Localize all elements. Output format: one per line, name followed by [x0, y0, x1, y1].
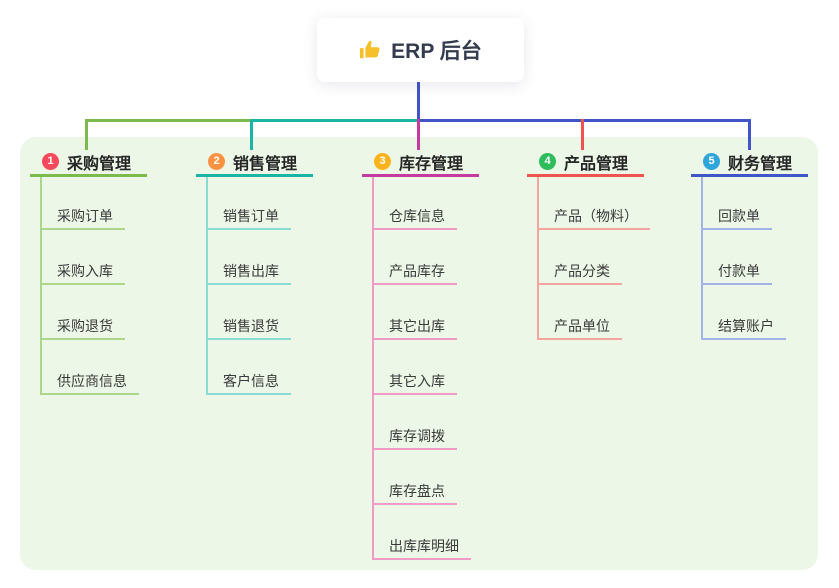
- child-label: 其它出库: [389, 318, 445, 334]
- branch-node-inventory[interactable]: 3 库存管理: [362, 149, 479, 174]
- child-label: 其它入库: [389, 373, 445, 389]
- branch-badge: 3: [374, 153, 391, 170]
- drop-line-procurement: [85, 119, 88, 150]
- child-label: 库存调拨: [389, 428, 445, 444]
- branch-badge: 4: [539, 153, 556, 170]
- branch-underline: [362, 174, 479, 177]
- child-label: 销售订单: [223, 208, 279, 224]
- child-node[interactable]: 结算账户: [701, 316, 786, 340]
- root-connector-line: [417, 82, 420, 122]
- child-node[interactable]: 库存调拨: [372, 426, 457, 450]
- child-label: 付款单: [718, 263, 760, 279]
- branch-badge: 5: [703, 153, 720, 170]
- branch-label: 销售管理: [233, 155, 298, 173]
- branch-node-sales[interactable]: 2 销售管理: [196, 149, 313, 174]
- root-title: ERP 后台: [391, 40, 482, 63]
- connector-bus-mid: [252, 119, 417, 122]
- branch-underline: [196, 174, 313, 177]
- child-node[interactable]: 客户信息: [206, 371, 291, 395]
- drop-line-inventory: [417, 119, 420, 150]
- child-label: 产品库存: [389, 263, 445, 279]
- branch-spine-line: [372, 177, 374, 560]
- branch-badge: 1: [42, 153, 59, 170]
- child-label: 仓库信息: [389, 208, 445, 224]
- child-label: 产品单位: [554, 318, 610, 334]
- child-node[interactable]: 其它入库: [372, 371, 457, 395]
- branch-badge: 2: [208, 153, 225, 170]
- child-label: 客户信息: [223, 373, 279, 389]
- branch-underline: [527, 174, 644, 177]
- child-node[interactable]: 产品库存: [372, 261, 457, 285]
- thumbs-up-icon: [359, 39, 381, 61]
- connector-bus-right: [417, 119, 751, 122]
- connector-bus-left: [85, 119, 252, 122]
- root-node[interactable]: ERP 后台: [317, 18, 524, 82]
- child-label: 产品（物料）: [554, 208, 638, 224]
- drop-line-sales: [250, 119, 253, 150]
- child-node[interactable]: 销售订单: [206, 206, 291, 230]
- child-node[interactable]: 销售出库: [206, 261, 291, 285]
- branch-spine-line: [701, 177, 703, 340]
- child-node[interactable]: 采购订单: [40, 206, 125, 230]
- drop-line-product: [581, 119, 584, 150]
- child-label: 销售退货: [223, 318, 279, 334]
- child-label: 供应商信息: [57, 373, 127, 389]
- child-node[interactable]: 产品（物料）: [537, 206, 650, 230]
- child-label: 回款单: [718, 208, 760, 224]
- child-label: 采购入库: [57, 263, 113, 279]
- child-label: 采购退货: [57, 318, 113, 334]
- branch-node-product[interactable]: 4 产品管理: [527, 149, 644, 174]
- branch-label: 采购管理: [67, 155, 132, 173]
- child-node[interactable]: 产品单位: [537, 316, 622, 340]
- child-node[interactable]: 其它出库: [372, 316, 457, 340]
- child-label: 产品分类: [554, 263, 610, 279]
- branch-underline: [691, 174, 808, 177]
- branch-spine-line: [40, 177, 42, 395]
- child-node[interactable]: 回款单: [701, 206, 772, 230]
- child-node[interactable]: 库存盘点: [372, 481, 457, 505]
- branch-label: 库存管理: [399, 155, 464, 173]
- child-node[interactable]: 供应商信息: [40, 371, 139, 395]
- child-node[interactable]: 销售退货: [206, 316, 291, 340]
- child-node[interactable]: 仓库信息: [372, 206, 457, 230]
- branches-panel: [20, 137, 818, 570]
- branch-label: 财务管理: [728, 155, 793, 173]
- child-node[interactable]: 采购入库: [40, 261, 125, 285]
- child-node[interactable]: 采购退货: [40, 316, 125, 340]
- child-node[interactable]: 出库库明细: [372, 536, 471, 560]
- branch-node-procurement[interactable]: 1 采购管理: [30, 149, 147, 174]
- child-label: 销售出库: [223, 263, 279, 279]
- drop-line-finance: [748, 119, 751, 150]
- branch-label: 产品管理: [564, 155, 629, 173]
- child-label: 出库库明细: [389, 538, 459, 554]
- branch-underline: [30, 174, 147, 177]
- branch-spine-line: [206, 177, 208, 395]
- branch-spine-line: [537, 177, 539, 340]
- child-label: 结算账户: [718, 318, 774, 334]
- child-label: 库存盘点: [389, 483, 445, 499]
- child-node[interactable]: 产品分类: [537, 261, 622, 285]
- child-label: 采购订单: [57, 208, 113, 224]
- child-node[interactable]: 付款单: [701, 261, 772, 285]
- branch-node-finance[interactable]: 5 财务管理: [691, 149, 808, 174]
